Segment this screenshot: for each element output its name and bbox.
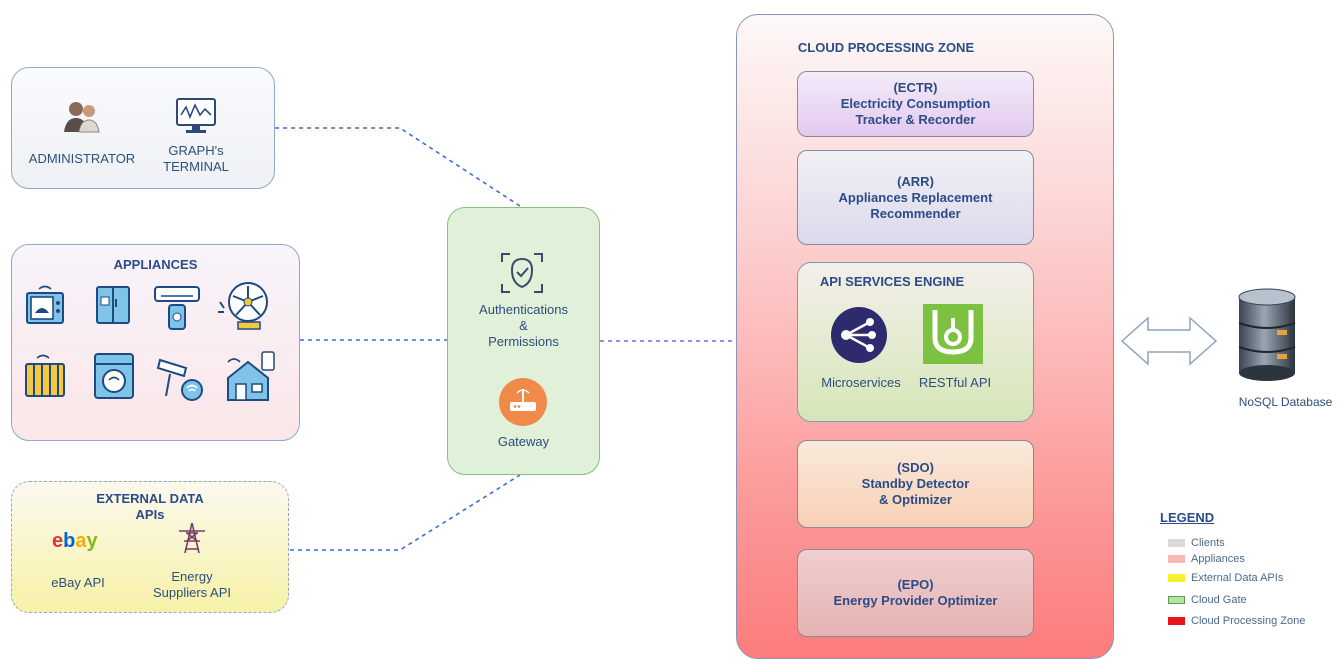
energy-tower-icon	[175, 521, 209, 560]
fan-icon	[218, 280, 274, 337]
svg-text:ebay: ebay	[52, 530, 98, 552]
fridge-icon	[93, 283, 133, 332]
clients-box	[11, 67, 275, 189]
sdo-service-box: (SDO) Standby Detector & Optimizer	[797, 440, 1034, 528]
ectr-line1: Electricity Consumption	[840, 96, 991, 111]
legend-label-cloud-gate: Cloud Gate	[1191, 594, 1247, 606]
gateway-label: Gateway	[497, 434, 550, 449]
external-title-line2: APIs	[135, 507, 165, 522]
legend-swatch-cloud-zone	[1168, 617, 1185, 626]
epo-code: (EPO)	[897, 577, 934, 592]
appliances-box	[11, 244, 300, 441]
sdo-line2: & Optimizer	[879, 492, 952, 507]
ectr-service-box: (ECTR) Electricity Consumption Tracker &…	[797, 71, 1034, 137]
arr-line2: Recommender	[870, 205, 961, 221]
microwave-icon	[25, 283, 65, 332]
arr-line1: Appliances Replacement	[838, 189, 993, 205]
external-apis-box	[11, 481, 289, 613]
external-gate-link	[290, 474, 521, 551]
sdo-line1: Standby Detector	[861, 476, 970, 491]
clients-gate-link	[275, 127, 521, 207]
gateway-router-icon	[498, 377, 548, 432]
washing-machine-icon	[92, 350, 136, 407]
auth-permissions-label: Authentications & Permissions	[447, 302, 600, 350]
energy-suppliers-label: Energy Suppliers API	[138, 569, 246, 601]
api-engine-title: API SERVICES ENGINE	[819, 274, 965, 289]
administrator-label: ADMINISTRATOR	[28, 151, 136, 166]
epo-line1: Energy Provider Optimizer	[833, 593, 998, 608]
legend-item-cloud-gate: Cloud Gate	[1168, 593, 1247, 607]
graphs-terminal-line1: GRAPH's	[168, 143, 224, 158]
nosql-database-icon	[1237, 287, 1297, 388]
ectr-line2: Tracker & Recorder	[855, 112, 976, 127]
cloud-zone-title: CLOUD PROCESSING ZONE	[797, 40, 975, 55]
legend-item-clients: Clients	[1168, 536, 1225, 550]
legend-item-external: External Data APIs	[1168, 571, 1283, 585]
radiator-icon	[23, 350, 67, 405]
face-id-icon	[498, 250, 546, 301]
legend-label-external: External Data APIs	[1191, 572, 1284, 584]
graphs-terminal-label: GRAPH's TERMINAL	[150, 143, 242, 175]
microservices-icon	[830, 306, 888, 369]
legend-label-cloud-zone: Cloud Processing Zone	[1191, 615, 1306, 627]
ectr-code: (ECTR)	[893, 80, 938, 95]
ebay-logo: ebay	[52, 530, 108, 557]
air-conditioner-icon	[153, 283, 201, 336]
restful-api-icon	[923, 304, 983, 369]
auth-line2: &	[519, 318, 528, 333]
smart-home-icon	[224, 350, 278, 409]
database-double-arrow	[1120, 316, 1218, 366]
security-camera-icon	[156, 352, 206, 407]
auth-line3: Permissions	[488, 334, 559, 349]
arr-service-box: (ARR) Appliances Replacement Recommender	[797, 150, 1034, 245]
legend-swatch-external	[1168, 574, 1185, 583]
administrator-icon	[62, 98, 100, 139]
nosql-database-label: NoSQL Database	[1238, 395, 1333, 409]
epo-service-box: (EPO) Energy Provider Optimizer	[797, 549, 1034, 637]
arr-code: (ARR)	[897, 173, 934, 189]
restful-api-label: RESTful API	[918, 375, 992, 390]
legend-swatch-cloud-gate	[1168, 596, 1185, 605]
legend-label-clients: Clients	[1191, 537, 1225, 549]
cloud-gate-box	[447, 207, 600, 475]
appliances-title: APPLIANCES	[113, 257, 198, 272]
external-title-line1: EXTERNAL DATA	[96, 491, 204, 506]
graph-terminal-icon	[175, 97, 217, 140]
ebay-api-label: eBay API	[51, 575, 105, 590]
sdo-code: (SDO)	[897, 460, 934, 475]
auth-line1: Authentications	[479, 302, 568, 317]
graphs-terminal-line2: TERMINAL	[163, 159, 229, 174]
legend-item-cloud-zone: Cloud Processing Zone	[1168, 614, 1305, 628]
energy-suppliers-line1: Energy	[171, 569, 213, 584]
legend-title: LEGEND	[1160, 510, 1215, 525]
legend-label-appliances: Appliances	[1191, 553, 1245, 565]
legend-swatch-clients	[1168, 539, 1185, 548]
legend-item-appliances: Appliances	[1168, 552, 1245, 566]
legend-swatch-appliances	[1168, 555, 1185, 564]
energy-suppliers-line2: Suppliers API	[152, 585, 232, 600]
external-apis-title: EXTERNAL DATA APIs	[60, 491, 240, 523]
microservices-label: Microservices	[821, 375, 901, 390]
